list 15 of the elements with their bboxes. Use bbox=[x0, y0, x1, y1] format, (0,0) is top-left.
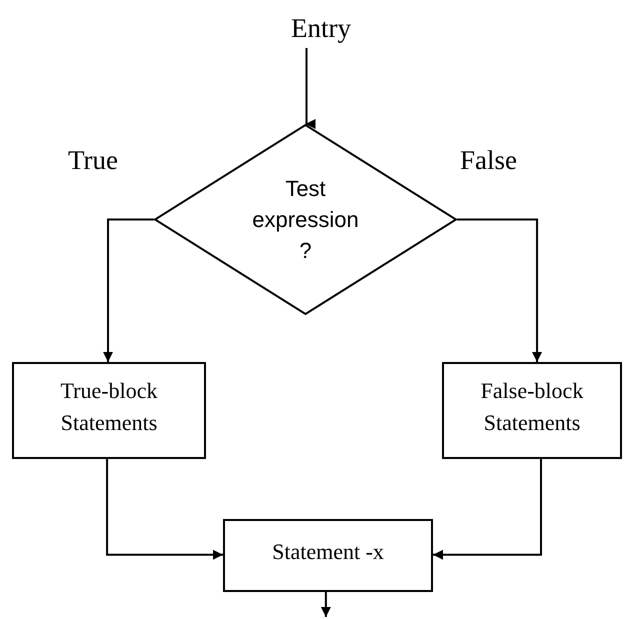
arrow bbox=[106, 459, 223, 560]
entry-label: Entry bbox=[271, 8, 371, 48]
arrow bbox=[433, 459, 542, 560]
arrow bbox=[320, 592, 331, 617]
process-box bbox=[12, 362, 206, 459]
statement-text: False-block Statements bbox=[480, 376, 584, 436]
arrow bbox=[457, 218, 542, 362]
process-box bbox=[442, 362, 622, 459]
decision-diamond bbox=[154, 124, 457, 315]
process-box bbox=[223, 519, 433, 592]
statement-text: Statement -x bbox=[271, 538, 385, 566]
arrow bbox=[103, 218, 154, 362]
condition-text: Test expression ? bbox=[251, 175, 360, 265]
arrow bbox=[305, 48, 316, 129]
statement-text: True-block Statements bbox=[60, 376, 158, 436]
